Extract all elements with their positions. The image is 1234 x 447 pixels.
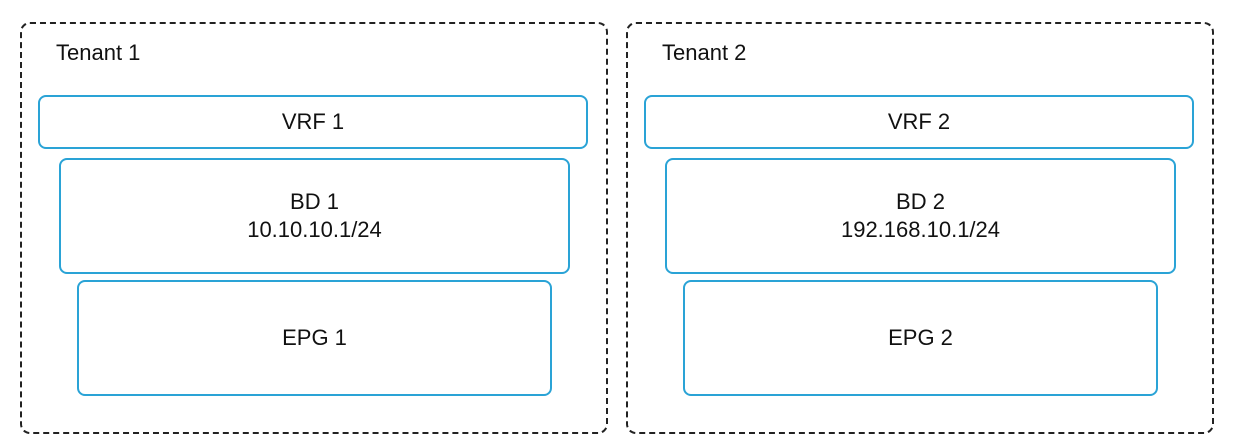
bridge-domain-label: BD 1 (290, 189, 339, 214)
bridge-domain-subnet: 192.168.10.1/24 (840, 217, 1001, 242)
epg-box: EPG 1 (77, 280, 552, 396)
vrf-box: VRF 2 (644, 95, 1194, 149)
tenant-label: Tenant 2 (662, 40, 747, 65)
vrf-box: VRF 1 (38, 95, 588, 149)
bridge-domain-box: BD 2 192.168.10.1/24 (665, 158, 1176, 274)
vrf-label: VRF 1 (281, 109, 345, 134)
vrf-label: VRF 2 (887, 109, 951, 134)
bridge-domain-box: BD 1 10.10.10.1/24 (59, 158, 570, 274)
tenant-label: Tenant 1 (56, 40, 141, 65)
epg-box: EPG 2 (683, 280, 1158, 396)
epg-label: EPG 2 (888, 325, 953, 350)
tenant-container-1: Tenant 1 VRF 1 BD 1 10.10.10.1/24 EPG 1 (20, 22, 608, 434)
epg-label: EPG 1 (282, 325, 347, 350)
bridge-domain-label: BD 2 (896, 189, 945, 214)
bridge-domain-subnet: 10.10.10.1/24 (247, 217, 382, 242)
tenant-container-2: Tenant 2 VRF 2 BD 2 192.168.10.1/24 EPG … (626, 22, 1214, 434)
